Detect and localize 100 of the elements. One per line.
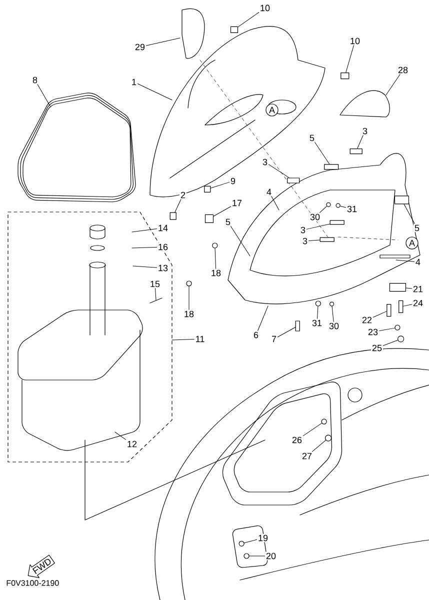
- leader-line: [230, 226, 250, 256]
- small-part: [350, 148, 362, 154]
- leader-line: [308, 240, 320, 241]
- leader-line: [174, 199, 182, 212]
- callout-number: 10: [259, 4, 271, 12]
- small-part: [295, 320, 300, 332]
- small-part: [394, 196, 410, 204]
- callout-number: 21: [412, 284, 424, 294]
- washer: [325, 434, 332, 442]
- leader-line: [213, 206, 232, 216]
- leader-line: [258, 306, 268, 331]
- callout-number: 7: [270, 334, 278, 344]
- callout-number: 30: [328, 322, 340, 330]
- callout-number: 3: [362, 126, 368, 136]
- leader-line: [132, 266, 158, 268]
- small-part: [324, 164, 339, 170]
- small-part: [287, 178, 300, 184]
- washer: [321, 418, 327, 424]
- leader-line: [271, 196, 280, 210]
- leader-line: [146, 38, 180, 46]
- callout-number: 19: [257, 534, 269, 542]
- callout-number: 15: [149, 280, 161, 288]
- leader-line: [357, 135, 364, 149]
- leader-line: [320, 206, 328, 213]
- leader-line: [188, 286, 190, 310]
- leader-line: [396, 260, 415, 262]
- small-part: [170, 212, 176, 220]
- callout-number: 23: [367, 328, 379, 336]
- leader-line: [406, 288, 412, 289]
- callout-number: 16: [157, 242, 169, 252]
- small-part: [386, 304, 392, 317]
- leader-line: [404, 204, 415, 224]
- leader-line: [238, 12, 260, 28]
- leader-line: [210, 182, 230, 188]
- leader-line: [346, 45, 354, 73]
- callout-number: 25: [371, 344, 383, 352]
- leader-line: [302, 422, 322, 436]
- leader-line: [268, 164, 290, 178]
- washer: [315, 300, 321, 306]
- leader-line: [172, 338, 194, 340]
- callout-number: 20: [265, 552, 277, 560]
- washer: [212, 242, 218, 248]
- leader-line: [244, 539, 258, 544]
- callout-number: 12: [126, 440, 138, 448]
- washer: [238, 540, 244, 546]
- leader-line: [382, 340, 398, 346]
- callout-number: 10: [349, 36, 361, 46]
- callout-number: 3: [302, 236, 308, 246]
- leader-line: [306, 224, 330, 230]
- callout-number: 2: [180, 190, 186, 200]
- leader-line: [277, 327, 296, 338]
- callout-number: 17: [231, 198, 243, 208]
- leader-line: [402, 304, 412, 306]
- small-part: [389, 283, 406, 292]
- callout-number: 18: [183, 310, 195, 318]
- small-part: [340, 72, 350, 80]
- leader-line: [137, 84, 172, 100]
- leader-line: [314, 142, 330, 164]
- callout-number: 11: [194, 334, 206, 344]
- callout-number: 30: [309, 212, 321, 222]
- callout-number: 22: [361, 316, 373, 324]
- washer: [336, 203, 340, 208]
- callout-number: 29: [134, 42, 146, 52]
- small-part: [204, 186, 211, 192]
- callout-number: 8: [32, 76, 38, 84]
- small-part: [330, 220, 344, 225]
- callout-number: 24: [412, 298, 424, 308]
- callout-number: 5: [308, 134, 316, 142]
- small-part: [320, 237, 334, 242]
- callout-number: 4: [266, 188, 272, 196]
- leader-line: [317, 306, 318, 319]
- callout-number: 4: [414, 258, 422, 266]
- leader-line: [312, 440, 326, 452]
- leader-line: [340, 206, 346, 208]
- leader-line: [372, 311, 387, 318]
- washer: [398, 336, 404, 342]
- washer: [326, 202, 331, 207]
- callout-number: 31: [346, 204, 358, 214]
- callout-number: 5: [224, 218, 232, 226]
- callout-number: 6: [252, 330, 260, 340]
- leader-line: [378, 328, 395, 332]
- leader-line: [332, 306, 334, 322]
- washer: [186, 280, 192, 286]
- callout-number: 31: [311, 318, 323, 328]
- leader-line: [155, 288, 156, 300]
- callout-number: 5: [414, 224, 420, 232]
- washer: [244, 553, 250, 559]
- callout-number: 9: [230, 176, 236, 186]
- small-part: [398, 300, 404, 313]
- leader-line: [132, 228, 158, 232]
- callout-number: 26: [291, 436, 303, 444]
- washer: [394, 324, 400, 330]
- callout-number: 3: [300, 226, 306, 234]
- washer: [330, 302, 334, 306]
- callout-number: 14: [157, 224, 169, 232]
- leader-line: [386, 74, 400, 96]
- leader-line: [132, 246, 158, 248]
- small-part: [230, 26, 238, 33]
- callout-number: 13: [157, 264, 169, 272]
- callout-number: 28: [397, 66, 409, 74]
